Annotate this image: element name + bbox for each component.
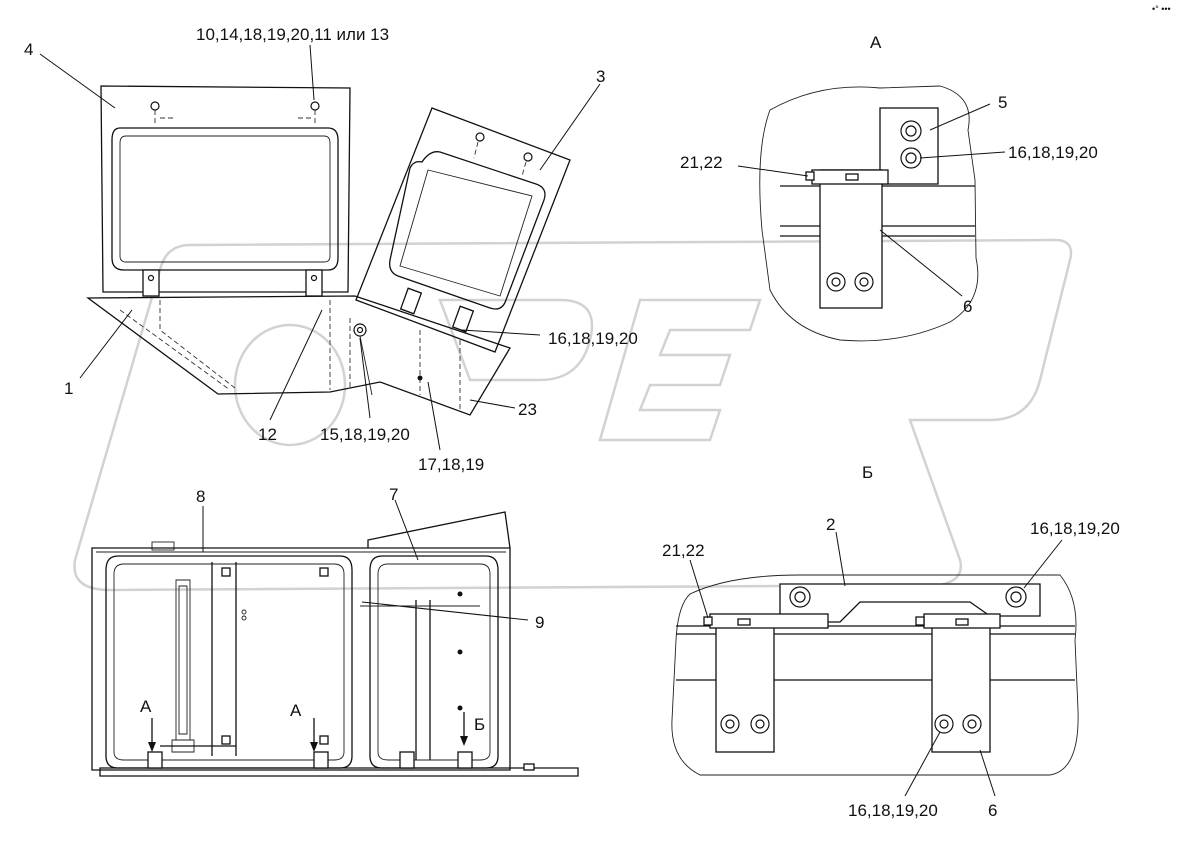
callout-top: 10,14,18,19,20,11 или 13 xyxy=(196,25,389,44)
view-b-title: Б xyxy=(862,463,873,482)
callout-6-a: 6 xyxy=(963,297,972,316)
arrow-label-b: Б xyxy=(474,715,485,734)
callout-23: 23 xyxy=(518,400,537,419)
callout-3: 3 xyxy=(596,67,605,86)
corner-mark: •° ••• xyxy=(1152,4,1171,14)
callout-2: 2 xyxy=(826,515,835,534)
callout-6-b: 6 xyxy=(988,801,997,820)
lid-assembly xyxy=(86,85,571,416)
callout-7: 7 xyxy=(389,485,398,504)
callout-5: 5 xyxy=(998,93,1007,112)
callout-labels: 4 10,14,18,19,20,11 или 13 3 1 12 15,18,… xyxy=(24,4,1171,820)
callout-15: 15,18,19,20 xyxy=(320,425,410,444)
callout-16-b-bottom: 16,18,19,20 xyxy=(848,801,938,820)
view-a-title: А xyxy=(870,33,882,52)
view-a-detail xyxy=(759,85,979,342)
callout-16-main: 16,18,19,20 xyxy=(548,329,638,348)
callout-9: 9 xyxy=(535,613,544,632)
arrow-label-a-left: А xyxy=(140,697,152,716)
callout-16-a: 16,18,19,20 xyxy=(1008,143,1098,162)
front-view xyxy=(91,511,579,777)
callout-12: 12 xyxy=(258,425,277,444)
callout-21-22-b: 21,22 xyxy=(662,541,705,560)
arrow-label-a-right: А xyxy=(290,701,302,720)
callout-16-b-top: 16,18,19,20 xyxy=(1030,519,1120,538)
view-b-detail xyxy=(671,574,1079,776)
callout-8: 8 xyxy=(196,487,205,506)
callout-4: 4 xyxy=(24,40,33,59)
callout-21-22-a: 21,22 xyxy=(680,153,723,172)
leader-lines xyxy=(39,44,1063,797)
callout-17: 17,18,19 xyxy=(418,455,484,474)
callout-1: 1 xyxy=(64,379,73,398)
